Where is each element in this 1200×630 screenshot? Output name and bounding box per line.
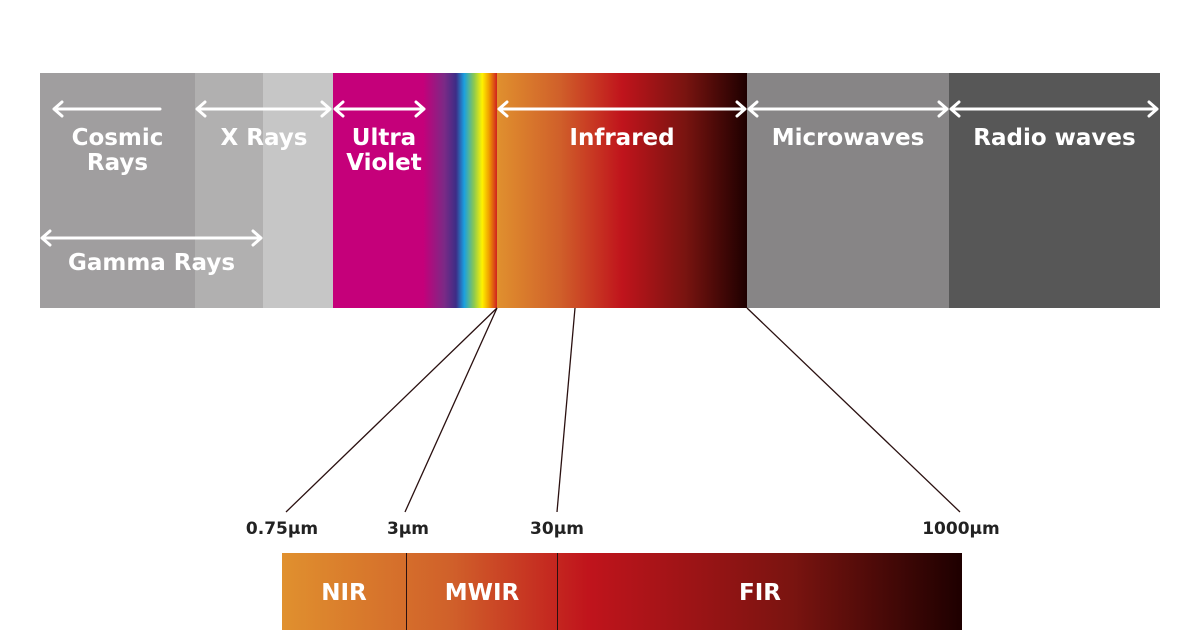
radio-arrow [949,100,1159,118]
infrared-band [497,73,747,308]
x-rays-label: X Rays [220,125,308,151]
nir-label: NIR [321,580,367,606]
mwir-label: MWIR [444,580,520,606]
tick-line-30 [556,307,576,513]
gamma-rays-label: Gamma Rays [67,250,236,276]
tick-label: 30µm [530,519,584,539]
ultraviolet-label: Ultra Violet [346,125,422,176]
band-divider [557,553,558,630]
tick-line-075 [285,307,498,513]
microwave-arrow [747,100,949,118]
x-rays-band-light [263,73,333,308]
ultraviolet-band [333,73,497,308]
xray-arrow [195,100,332,118]
radio-waves-label: Radio waves [973,125,1136,151]
infrared-arrow [497,100,747,118]
tick-label: 1000µm [922,519,1000,539]
tick-line-3 [404,307,498,513]
tick-line-1000 [746,307,961,513]
infrared-label: Infrared [569,125,675,151]
gamma-arrow [40,229,263,247]
uv-arrow [333,100,426,118]
fir-label: FIR [739,580,781,606]
cosmic-rays-label: Cosmic Rays [71,125,164,176]
cosmic-arrow [52,100,162,118]
cosmic-rays-band [40,73,195,308]
tick-label: 0.75µm [245,519,319,539]
microwaves-label: Microwaves [771,125,925,151]
tick-label: 3µm [386,519,430,539]
infrared-detail-bar [282,553,962,630]
band-divider [406,553,407,630]
microwaves-band [747,73,949,308]
radio-waves-band [949,73,1160,308]
x-rays-band [195,73,263,308]
